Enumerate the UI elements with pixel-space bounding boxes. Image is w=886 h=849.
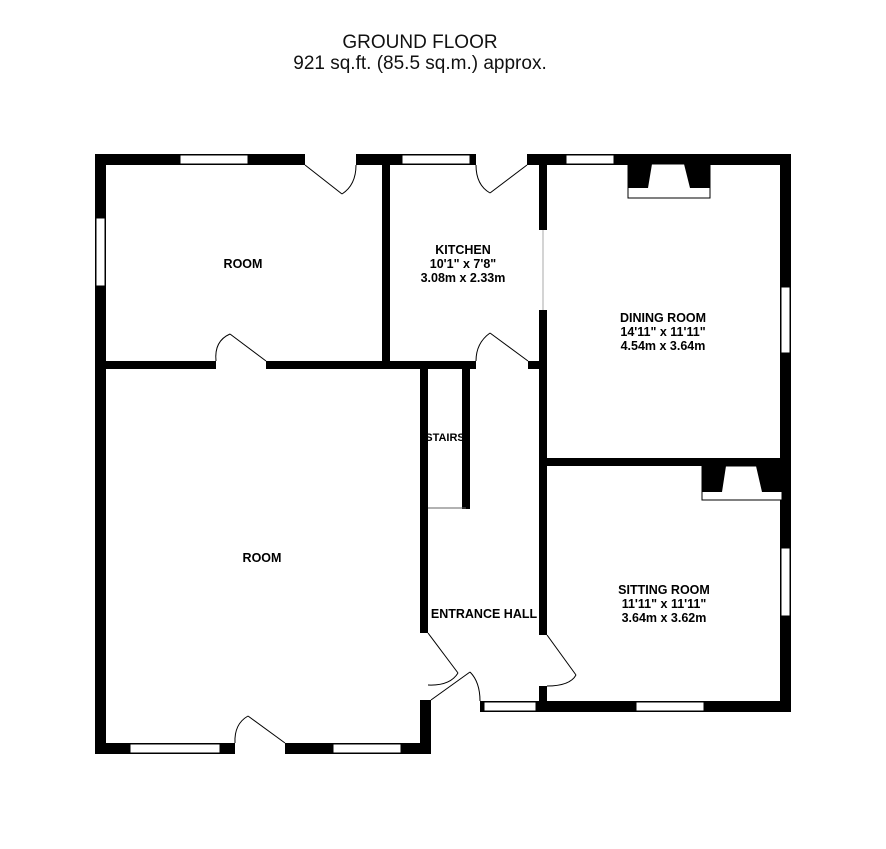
wall-stairs: [462, 369, 470, 509]
label-dining: DINING ROOM: [620, 311, 706, 325]
label-hall: ENTRANCE HALL: [431, 607, 538, 621]
dining-dim-imperial: 14'11" x 11'11": [620, 325, 705, 339]
floor-title: GROUND FLOOR: [342, 32, 498, 53]
kitchen-dim-metric: 3.08m x 2.33m: [421, 271, 506, 285]
wall-int-h1: [106, 361, 216, 369]
window: [179, 154, 249, 165]
window: [635, 701, 705, 712]
wall-right: [780, 154, 791, 712]
windows: [95, 154, 791, 754]
window: [401, 154, 471, 165]
wall-bottom-step: [420, 700, 431, 754]
wall-sitting-stub: [539, 686, 547, 712]
door-big-room-hall: [427, 632, 459, 686]
door-top-room: [304, 164, 357, 195]
window: [95, 217, 106, 287]
window: [565, 154, 615, 165]
label-kitchen: KITCHEN: [435, 243, 491, 257]
floor-area: 921 sq.ft. (85.5 sq.m.) approx.: [293, 53, 547, 74]
wall-int-h3: [528, 361, 546, 369]
wall-kitchen-dining-a: [539, 162, 547, 230]
label-room-large: ROOM: [243, 551, 282, 565]
wall-room-kitchen: [382, 162, 390, 368]
door-kitchen-hall: [475, 332, 529, 362]
wall-room-hall: [420, 369, 428, 633]
window: [780, 547, 791, 617]
window: [129, 743, 221, 754]
sitting-dim-metric: 3.64m x 3.62m: [622, 611, 707, 625]
wall-top-right: [527, 154, 791, 165]
sitting-dim-imperial: 11'11" x 11'11": [622, 597, 707, 611]
wall-left: [95, 154, 106, 754]
door-big-room-bottom: [234, 715, 286, 744]
window: [332, 743, 402, 754]
wall-dining-sitting: [546, 458, 784, 466]
window: [780, 286, 791, 354]
label-sitting: SITTING ROOM: [618, 583, 710, 597]
door-room-internal: [215, 333, 267, 362]
door-kitchen-top: [475, 164, 528, 194]
label-stairs: STAIRS: [425, 432, 465, 444]
door-sitting: [546, 634, 577, 687]
wall-kitchen-dining-b: [539, 310, 547, 635]
kitchen-dim-imperial: 10'1" x 7'8": [430, 257, 497, 271]
label-room-top: ROOM: [224, 257, 263, 271]
doors: [215, 164, 577, 744]
door-front: [430, 671, 481, 702]
fireplace-sitting: [701, 465, 783, 501]
fireplace-dining: [627, 163, 711, 199]
window: [483, 701, 537, 712]
dining-dim-metric: 4.54m x 3.64m: [621, 339, 706, 353]
wall-int-h2: [266, 361, 476, 369]
